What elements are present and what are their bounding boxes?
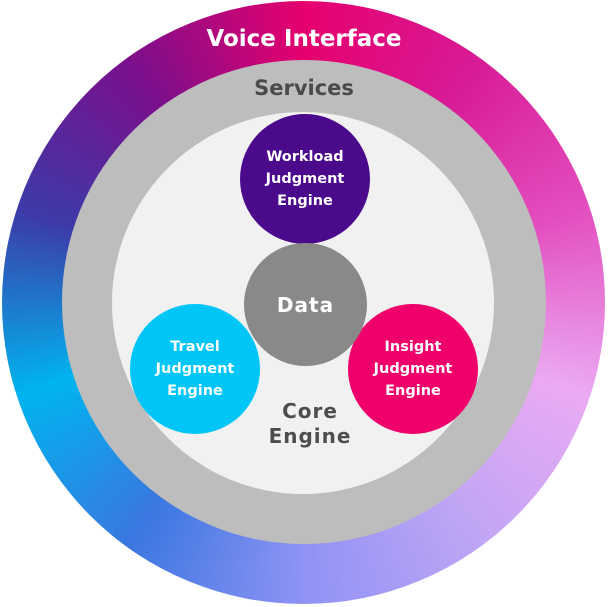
travel-judgment-engine-label: Travel Judgment Engine bbox=[155, 339, 235, 399]
voice-interface-label: Voice Interface bbox=[206, 26, 402, 52]
workload-judgment-engine-label: Workload Judgment Engine bbox=[265, 149, 345, 209]
data-node: Data bbox=[244, 243, 367, 366]
core-engine-label: Core Engine bbox=[268, 399, 352, 448]
services-label: Services bbox=[254, 76, 354, 100]
workload-judgment-engine-node: Workload Judgment Engine bbox=[240, 114, 370, 244]
travel-judgment-engine-node: Travel Judgment Engine bbox=[130, 304, 260, 434]
insight-judgment-engine-node: Insight Judgment Engine bbox=[348, 304, 478, 434]
insight-judgment-engine-label: Insight Judgment Engine bbox=[373, 339, 453, 399]
data-label: Data bbox=[276, 292, 335, 317]
